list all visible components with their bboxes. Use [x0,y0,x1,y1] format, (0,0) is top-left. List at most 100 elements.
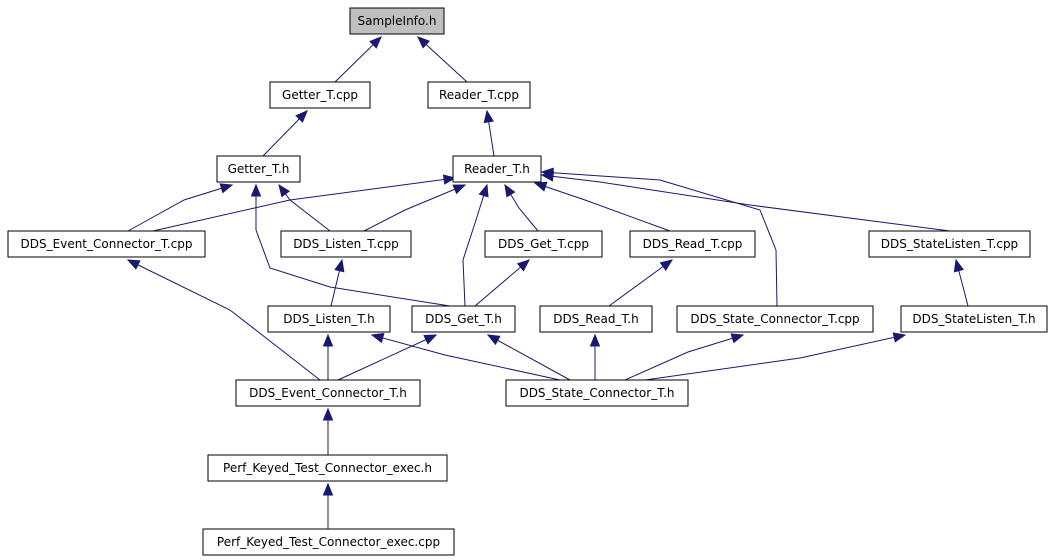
arrowhead [478,183,489,198]
edge-line [152,177,456,232]
edge-line [541,171,778,307]
node-dds_get_t_h[interactable]: DDS_Get_T.h [411,305,516,333]
node-label: DDS_State_Connector_T.cpp [690,312,859,326]
edge-dds_statelisten_t_cpp-to-reader_t_h [540,171,951,232]
node-dds_listen_t_cpp[interactable]: DDS_Listen_T.cpp [280,230,412,258]
node-getter_t_h[interactable]: Getter_T.h [216,155,301,183]
arrowhead [126,259,141,270]
edge-dds_state_connector_t_h-to-dds_state_connector_t_cpp [624,333,745,381]
node-box[interactable] [207,454,448,482]
arrowhead [322,407,334,421]
arrowhead [370,332,385,344]
node-dds_listen_t_h[interactable]: DDS_Listen_T.h [267,305,391,333]
node-label: DDS_Read_T.h [553,312,639,326]
node-label: Perf_Keyed_Test_Connector_exec.cpp [217,535,440,549]
node-label: DDS_Get_T.h [425,312,502,326]
node-dds_statelisten_t_h[interactable]: DDS_StateListen_T.h [900,305,1048,333]
node-label: Reader_T.cpp [439,88,519,102]
node-label: DDS_Read_T.cpp [643,237,743,251]
node-box[interactable] [629,230,756,258]
node-box[interactable] [484,230,603,258]
node-getter_t_cpp[interactable]: Getter_T.cpp [269,81,371,109]
edge-perf_keyed_test_connector_exec_h-to-dds_event_connector_t_h [322,407,334,455]
edge-dds_read_t_h-to-dds_read_t_cpp [608,259,674,307]
edge-dds_listen_t_cpp-to-getter_t_h [278,183,331,232]
arrowhead [533,181,548,192]
arrowhead [250,183,262,197]
node-label: DDS_Get_T.cpp [498,237,589,251]
edge-reader_t_h-to-reader_t_cpp [483,109,495,157]
arrowhead [589,333,601,347]
node-box[interactable] [349,7,445,35]
node-label: DDS_StateListen_T.cpp [881,237,1018,251]
node-label: DDS_Listen_T.cpp [293,237,399,251]
node-perf_keyed_test_connector_exec_h[interactable]: Perf_Keyed_Test_Connector_exec.h [207,454,448,482]
edge-line [337,334,437,381]
node-box[interactable] [411,305,516,333]
node-dds_statelisten_t_cpp[interactable]: DDS_StateListen_T.cpp [868,230,1031,258]
arrowhead [516,259,531,272]
edge-line [534,182,671,232]
node-reader_t_cpp[interactable]: Reader_T.cpp [427,81,531,109]
edge-line [127,184,233,232]
node-box[interactable] [539,305,653,333]
node-label: DDS_State_Connector_T.h [519,386,674,400]
arrowhead [334,258,345,273]
edge-line [363,184,466,232]
node-box[interactable] [267,305,391,333]
edge-line [644,334,906,381]
node-box[interactable] [452,155,542,183]
arrowhead [417,36,431,49]
arrowhead [483,109,494,124]
edge-line [608,259,673,307]
node-box[interactable] [7,230,206,258]
node-dds_read_t_cpp[interactable]: DDS_Read_T.cpp [629,230,756,258]
node-box[interactable] [900,305,1048,333]
edge-line [127,259,321,381]
node-box[interactable] [676,305,874,333]
node-box[interactable] [280,230,412,258]
node-box[interactable] [202,528,455,556]
edge-dds_state_connector_t_h-to-dds_get_t_h [486,334,571,381]
node-dds_state_connector_t_h[interactable]: DDS_State_Connector_T.h [505,379,689,407]
node-dds_state_connector_t_cpp[interactable]: DDS_State_Connector_T.cpp [676,305,874,333]
node-box[interactable] [269,81,371,109]
edge-dds_state_connector_t_h-to-dds_statelisten_t_h [644,332,907,381]
node-box[interactable] [427,81,531,109]
node-box[interactable] [216,155,301,183]
arrowhead [953,258,964,273]
edge-dds_statelisten_t_h-to-dds_statelisten_t_cpp [953,258,969,307]
node-reader_t_h[interactable]: Reader_T.h [452,155,542,183]
edge-line [487,334,571,381]
node-label: DDS_Listen_T.h [283,312,374,326]
node-label: Reader_T.h [464,162,530,176]
edge-dds_event_connector_t_h-to-dds_listen_t_h [322,333,334,380]
node-dds_read_t_h[interactable]: DDS_Read_T.h [539,305,653,333]
node-label: DDS_Event_Connector_T.cpp [21,237,193,251]
edge-dds_get_t_h-to-dds_get_t_cpp [474,259,531,307]
node-label: DDS_StateListen_T.h [912,312,1035,326]
edge-perf_keyed_test_connector_exec_cpp-to-perf_keyed_test_connector_exec_h [322,482,334,529]
node-box[interactable] [505,379,689,407]
edge-dds_get_t_h-to-reader_t_h [462,183,489,307]
arrowhead [219,183,234,194]
node-label: Getter_T.cpp [282,88,358,102]
arrowhead [730,333,745,344]
arrowhead [486,334,501,346]
edge-dds_listen_t_h-to-dds_listen_t_cpp [330,258,345,307]
edge-dds_event_connector_t_h-to-dds_event_connector_t_cpp [126,259,321,381]
edge-dds_event_connector_t_cpp-to-getter_t_h [127,183,234,232]
edge-dds_read_t_cpp-to-reader_t_h [533,181,671,232]
node-box[interactable] [868,230,1031,258]
node-dds_event_connector_t_cpp[interactable]: DDS_Event_Connector_T.cpp [7,230,206,258]
edge-line [624,334,744,381]
node-box[interactable] [235,379,421,407]
edge-dds_state_connector_t_h-to-dds_read_t_h [589,333,601,380]
edge-dds_event_connector_t_cpp-to-reader_t_h [152,174,457,232]
node-dds_event_connector_t_h[interactable]: DDS_Event_Connector_T.h [235,379,421,407]
node-perf_keyed_test_connector_exec_cpp[interactable]: Perf_Keyed_Test_Connector_exec.cpp [202,528,455,556]
node-dds_get_t_cpp[interactable]: DDS_Get_T.cpp [484,230,603,258]
node-sampleinfo_h[interactable]: SampleInfo.h [349,7,445,35]
